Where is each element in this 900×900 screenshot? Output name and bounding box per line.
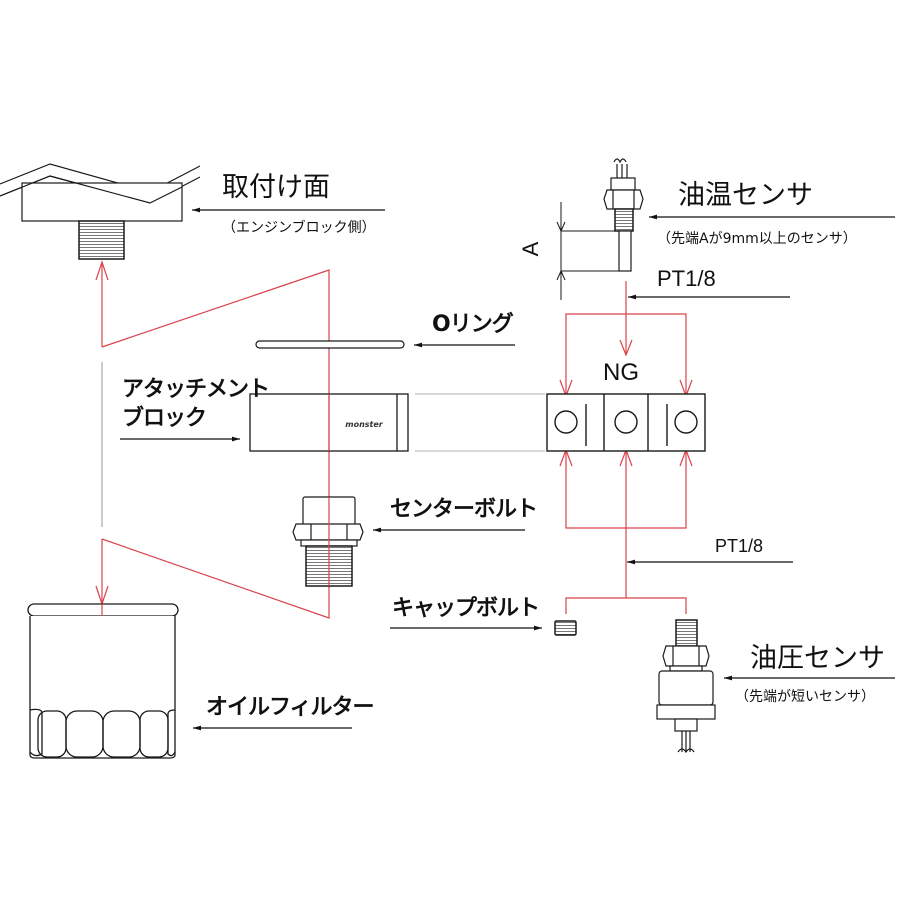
dimension-a-label: A	[518, 241, 543, 256]
attachment-block	[249, 393, 545, 452]
label-oil-pressure-sensor-note: （先端が短いセンサ）	[735, 689, 875, 705]
label-oil-temp-sensor-note: （先端Aが9mm以上のセンサ）	[657, 231, 857, 247]
oil-filter	[27, 603, 179, 759]
label-oil-filter: オイルフィルター	[206, 695, 375, 720]
label-o-ring: Oリング	[432, 312, 514, 337]
label-mounting-surface: 取付け面	[222, 172, 330, 203]
o-ring	[255, 340, 405, 349]
port-right	[674, 410, 698, 434]
label-cap-bolt: キャップボルト	[392, 596, 540, 621]
center-bolt	[292, 496, 364, 587]
label-oil-temp-sensor: 油温センサ	[678, 180, 813, 211]
label-attachment-block-line2: ブロック	[122, 406, 207, 431]
label-attachment-block-line1: アタッチメント	[122, 377, 270, 402]
port-left	[554, 410, 578, 434]
port-center	[614, 410, 638, 434]
oil-temp-sensor	[603, 158, 644, 272]
flow-lines-right	[559, 281, 693, 614]
ng-block	[546, 393, 706, 452]
label-mounting-surface-note: （エンジンブロック側）	[222, 220, 376, 236]
dimension-a	[556, 202, 619, 300]
leader-arrows	[120, 207, 895, 731]
cap-bolt	[554, 620, 577, 636]
oil-pressure-sensor	[656, 619, 716, 754]
label-ng: NG	[603, 359, 639, 386]
engine-block	[0, 163, 201, 260]
brand-mark: monster	[345, 420, 384, 429]
label-thread-top: PT1/8	[657, 266, 716, 291]
label-oil-pressure-sensor: 油圧センサ	[750, 643, 885, 674]
label-thread-bottom: PT1/8	[715, 536, 764, 556]
flow-lines-left	[95, 260, 330, 619]
label-center-bolt: センターボルト	[390, 497, 538, 522]
